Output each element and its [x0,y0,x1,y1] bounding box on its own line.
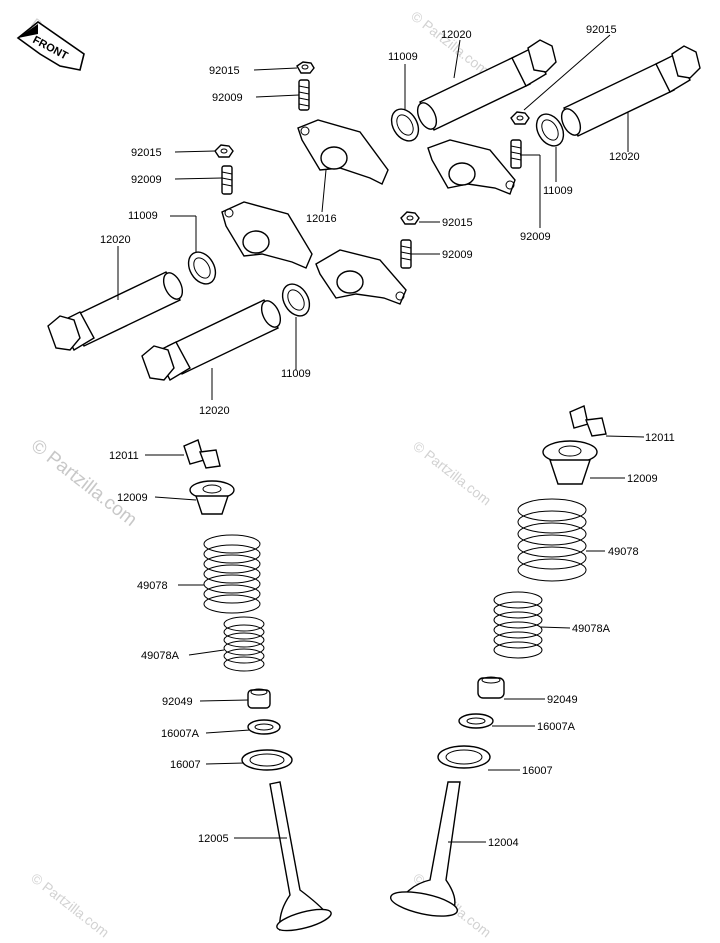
label-11009-a: 11009 [388,51,418,63]
label-92009-d: 92009 [520,231,551,243]
label-11009-b: 11009 [128,210,158,222]
label-16007A-left: 16007A [161,728,200,740]
label-92009-b: 92009 [131,174,162,186]
collet-12011-right [569,405,607,437]
valve-12005 [269,781,332,932]
label-12011-left: 12011 [109,450,139,462]
label-49078A-right: 49078A [572,623,611,635]
label-16007-right: 16007 [522,765,553,777]
label-11009-c: 11009 [281,368,311,380]
label-12004: 12004 [488,837,519,849]
label-11009-d: 11009 [543,185,573,197]
screw-92009-top [298,79,310,111]
label-12020-c: 12020 [199,405,230,417]
screw-92009-left [221,165,233,195]
watermark-right: © Partzilla.com [410,438,494,509]
seal-92049-right [477,676,505,699]
label-92049-left: 92049 [162,696,193,708]
part-number-labels: 92015 92009 11009 12020 92015 92009 1100… [100,24,675,849]
seal-92049-left [247,688,271,709]
label-12009-right: 12009 [627,473,658,485]
rocker-shaft-right [560,45,701,137]
seat-16007-left [241,749,293,771]
rocker-shaft-top [416,39,557,131]
oring-11009-top [390,108,420,142]
rocker-shaft-center [141,299,282,381]
seat-16007A-left [247,719,281,735]
watermark-top: © Partzilla.com [408,8,492,79]
label-12009-left: 12009 [117,492,148,504]
label-12020-b: 12020 [100,234,131,246]
rocker-arm-top [297,119,389,185]
valve-12004 [389,781,461,917]
screw-92009-center [400,239,412,269]
collet-12011-left [183,439,221,469]
label-49078A-left: 49078A [141,650,180,662]
label-12016: 12016 [306,213,337,225]
label-92049-right: 92049 [547,694,578,706]
rocker-arm-center [315,249,407,305]
label-92015-d: 92015 [442,217,473,229]
label-49078-left: 49078 [137,580,168,592]
nut-92015-right [510,111,530,125]
watermarks: © Partzilla.com © Partzilla.com © Partzi… [27,8,494,941]
nut-92015-left [214,144,234,158]
label-92009-c: 92009 [442,249,473,261]
inner-spring-49078A-right [493,591,543,659]
outer-spring-49078-left [203,534,261,614]
label-12005: 12005 [198,833,229,845]
retainer-12009-left [189,480,235,515]
inner-spring-49078A-left [223,616,265,672]
label-12020-a: 12020 [441,29,472,41]
label-12020-d: 12020 [609,151,640,163]
nut-92015-center [400,211,420,225]
label-49078-right: 49078 [608,546,639,558]
oring-11009-right [535,113,565,147]
leader-lines [117,34,645,843]
retainer-12009-right [542,440,598,485]
label-92015-b: 92015 [131,147,162,159]
rocker-shaft-left [47,271,184,351]
front-arrow-badge: FRONT [16,21,85,71]
watermark-bottom-left: © Partzilla.com [28,870,112,941]
oring-11009-left [187,251,217,285]
label-92015-c: 92015 [586,24,617,36]
label-16007A-right: 16007A [537,721,576,733]
seat-16007A-right [458,713,494,729]
nut-92015-top [296,61,315,74]
seat-16007-right [437,745,491,769]
label-92015-a: 92015 [209,65,240,77]
screw-92009-right [510,139,522,169]
oring-11009-center [281,283,311,317]
rocker-arm-right [427,139,516,195]
label-16007-left: 16007 [170,759,201,771]
label-92009-a: 92009 [212,92,243,104]
rocker-arm-left [221,201,313,269]
label-12011-right: 12011 [645,432,675,444]
outer-spring-49078-right [517,498,587,582]
